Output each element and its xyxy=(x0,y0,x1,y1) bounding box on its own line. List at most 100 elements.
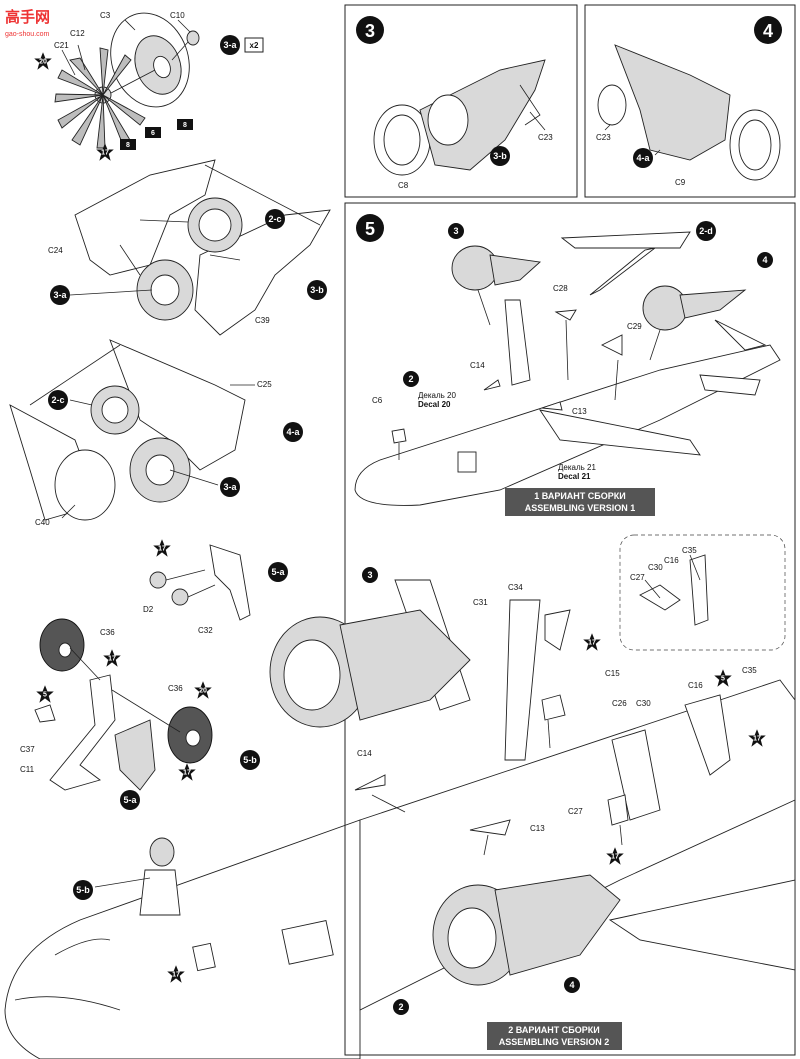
label-c35-b: C35 xyxy=(742,666,757,675)
paint-badge-17-c: 17 xyxy=(103,649,121,667)
label-c24: C24 xyxy=(48,246,63,255)
label-c23-b: C23 xyxy=(596,133,611,142)
label-d2: D2 xyxy=(143,605,154,614)
label-c12: C12 xyxy=(70,29,85,38)
svg-text:3-a: 3-a xyxy=(53,290,67,300)
paint-badge-17-h: 17 xyxy=(606,847,624,865)
ref-badge-4-v2: 4 xyxy=(564,977,580,993)
label-c6: C6 xyxy=(372,396,383,405)
label-c8: C8 xyxy=(398,181,409,190)
label-c15: C15 xyxy=(605,669,620,678)
svg-text:4-a: 4-a xyxy=(636,153,650,163)
paint-badge-20-b: 20 xyxy=(194,681,212,699)
svg-text:3: 3 xyxy=(367,570,372,580)
paint-box-6 xyxy=(145,127,161,138)
paint-box-8a xyxy=(120,139,136,150)
sub-badge-3a: 3-a xyxy=(220,35,240,55)
svg-text:3: 3 xyxy=(453,226,458,236)
multiplier-x2: x2 xyxy=(250,41,259,50)
svg-text:17: 17 xyxy=(172,972,180,979)
label-c40: C40 xyxy=(35,518,50,527)
aircraft-version2: C34 C31 C15 C26 C30 C16 C35 C27 C14 C13 … xyxy=(269,567,796,1015)
sub-badge-5a-ref: 5-a xyxy=(120,790,140,810)
svg-text:3-b: 3-b xyxy=(310,285,324,295)
label-c16-a: C16 xyxy=(664,556,679,565)
watermark-site-name: 高手网 xyxy=(5,8,50,26)
multiplier-box xyxy=(244,37,264,53)
decal-21-ru: Декаль 21 xyxy=(558,463,597,472)
fuselage-nose-version2: 5-b 17 xyxy=(4,819,361,1059)
label-c14-b: C14 xyxy=(357,749,372,758)
step-3-number: 3 xyxy=(365,21,375,41)
version2-en: ASSEMBLING VERSION 2 xyxy=(499,1037,610,1047)
version2-ru: 2 ВАРИАНТ СБОРКИ xyxy=(508,1025,599,1035)
paint-badge-17-e: 17 xyxy=(167,965,185,983)
panel-step-4: 4 C23 C9 4-a xyxy=(584,4,796,198)
svg-text:17: 17 xyxy=(753,736,761,743)
sub-badge-5b-ref: 5-b xyxy=(73,880,93,900)
svg-text:5-a: 5-a xyxy=(123,795,137,805)
panel-step-5: 5 C28 C29 C14 xyxy=(269,202,796,1056)
label-c39: C39 xyxy=(255,316,270,325)
sub-badge-4a-ref: 4-a xyxy=(633,148,653,168)
sub-badge-2c-b: 2-c xyxy=(48,390,68,410)
paint-badge-17-b: 17 xyxy=(153,539,171,557)
step-5-number: 5 xyxy=(365,219,375,239)
paint-badge-17-d: 17 xyxy=(178,763,196,781)
label-c26: C26 xyxy=(612,699,627,708)
version2-caption: 2 ВАРИАНТ СБОРКИ ASSEMBLING VERSION 2 xyxy=(487,1022,622,1050)
svg-text:5-b: 5-b xyxy=(76,885,90,895)
sub-badge-3a-c: 3-a xyxy=(220,477,240,497)
label-c30-b: C30 xyxy=(636,699,651,708)
svg-text:8: 8 xyxy=(183,122,187,129)
label-c9: C9 xyxy=(675,178,686,187)
label-c10: C10 xyxy=(170,11,185,20)
label-c29: C29 xyxy=(627,322,642,331)
ref-badge-2-v1: 2 xyxy=(403,371,419,387)
svg-text:17: 17 xyxy=(588,640,596,647)
label-c34: C34 xyxy=(508,583,523,592)
svg-text:20: 20 xyxy=(199,688,207,695)
aircraft-version1: C28 C29 C14 C6 C13 Декаль 20 Decal 20 Де… xyxy=(354,221,781,506)
version1-caption: 1 ВАРИАНТ СБОРКИ ASSEMBLING VERSION 1 xyxy=(505,488,655,516)
svg-text:17: 17 xyxy=(158,546,166,553)
paint-badge-20: 20 xyxy=(34,52,52,70)
svg-text:5-b: 5-b xyxy=(243,755,257,765)
ref-badge-2-v2: 2 xyxy=(393,999,409,1015)
label-c23-a: C23 xyxy=(538,133,553,142)
svg-text:5-a: 5-a xyxy=(271,567,285,577)
label-c27-b: C27 xyxy=(568,807,583,816)
svg-text:17: 17 xyxy=(108,656,116,663)
step-4-number: 4 xyxy=(763,21,773,41)
label-c11: C11 xyxy=(20,765,35,774)
svg-text:4: 4 xyxy=(762,255,767,265)
watermark-url: gao-shou.com xyxy=(5,31,50,38)
ref-badge-4-v1: 4 xyxy=(757,252,773,268)
ref-badge-2d: 2-d xyxy=(696,221,716,241)
svg-text:2: 2 xyxy=(398,1002,403,1012)
nacelle-assembly-4a: C25 C40 2-c 3-a 4-a xyxy=(9,339,303,527)
nacelle-assembly-3b: C24 C39 2-c 3-a 3-b xyxy=(48,159,331,336)
panel-step-3: 3 C23 C8 3-b xyxy=(344,4,578,198)
svg-text:3-b: 3-b xyxy=(493,151,507,161)
svg-text:4-a: 4-a xyxy=(286,427,300,437)
watermark-logo: 高手网 gao-shou.com xyxy=(5,8,50,38)
version1-ru: 1 ВАРИАНТ СБОРКИ xyxy=(534,491,625,501)
svg-text:17: 17 xyxy=(101,150,109,157)
fan-blades xyxy=(54,47,146,149)
decal-20-en: Decal 20 xyxy=(418,400,451,409)
paint-badge-17-f: 17 xyxy=(583,633,601,651)
label-c36-b: C36 xyxy=(168,684,183,693)
label-c14-a: C14 xyxy=(470,361,485,370)
version1-en: ASSEMBLING VERSION 1 xyxy=(525,503,636,513)
sub-badge-5b: 5-b xyxy=(240,750,260,770)
sub-badge-3a-b: 3-a xyxy=(50,285,70,305)
svg-text:8: 8 xyxy=(126,142,130,149)
sub-badge-2c-a: 2-c xyxy=(265,209,285,229)
fan-assembly-3a: C3 C10 C12 C21 20 17 8 6 8 3-a x2 xyxy=(34,11,264,161)
main-gear-assembly-5b: C36 C36 C37 C11 17 5 20 17 5-a 5-b xyxy=(20,618,260,810)
label-c27-a: C27 xyxy=(630,573,645,582)
paint-box-8b xyxy=(177,119,193,130)
ref-badge-3-v2: 3 xyxy=(362,567,378,583)
